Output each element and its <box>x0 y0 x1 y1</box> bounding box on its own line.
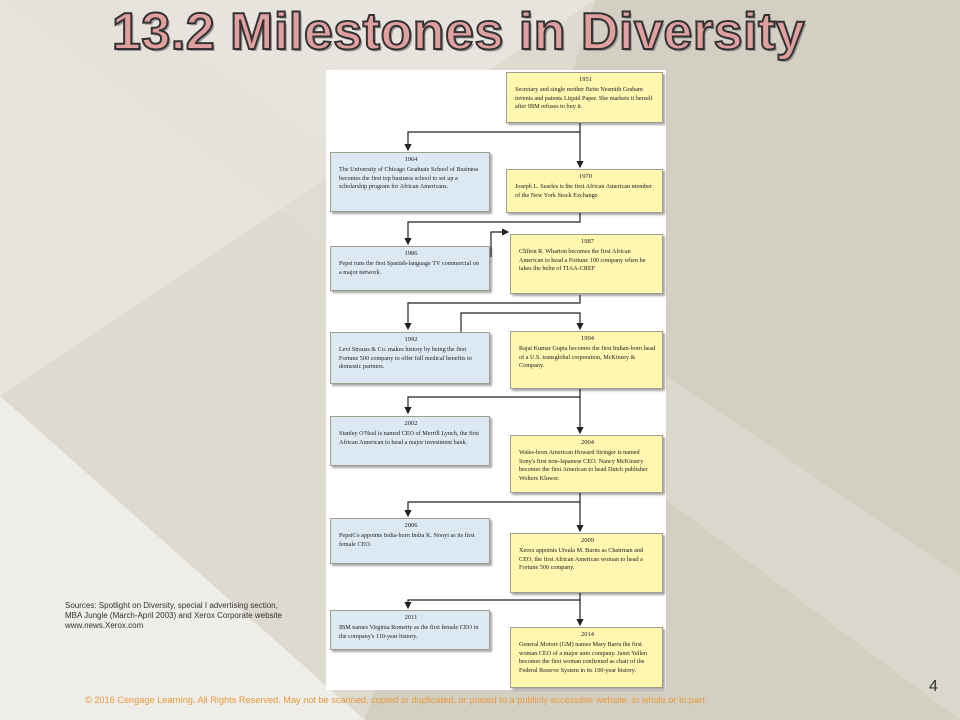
milestone-year: 2002 <box>404 420 418 427</box>
connector-2004-2006 <box>404 493 581 518</box>
milestone-2011: 2011 IBM names Virginia Rometty as the f… <box>330 610 490 650</box>
milestones-timeline: 1951 Secretary and single mother Bette N… <box>326 70 666 690</box>
milestone-year: 2014 <box>581 631 594 638</box>
connector-1951-1964 <box>404 123 581 152</box>
milestone-text: Pepsi runs the first Spanish-language TV… <box>339 260 479 276</box>
milestone-year: 1994 <box>581 335 594 342</box>
milestone-text: Levi Strauss & Co. makes history by bein… <box>339 346 472 370</box>
milestone-1992: 1992 Levi Strauss & Co. makes history by… <box>330 332 490 384</box>
milestone-2006: 2006 PepsiCo appoints India-born Indra K… <box>330 518 490 564</box>
connector-1987-1992 <box>404 295 581 331</box>
milestone-2002: 2002 Stanley O'Neal is named CEO of Merr… <box>330 416 490 466</box>
milestone-text: PepsiCo appoints India-born Indra K. Noo… <box>339 532 475 548</box>
milestone-1970: 1970 Joseph L. Searles is the first Afri… <box>506 169 663 213</box>
milestone-2014: 2014 General Motors (GM) names Mary Barr… <box>510 627 663 688</box>
milestone-text: Stanley O'Neal is named CEO of Merrill L… <box>339 430 479 446</box>
milestone-year: 2009 <box>581 537 594 544</box>
milestone-text: Clifton R. Wharton becomes the first Afr… <box>519 248 646 272</box>
milestone-year: 1951 <box>579 76 592 83</box>
milestone-1964: 1964 The University of Chicago Graduate … <box>330 152 490 212</box>
milestone-year: 1964 <box>404 156 418 163</box>
milestone-year: 1992 <box>404 336 418 343</box>
milestone-text: Joseph L. Searles is the first African A… <box>515 183 652 199</box>
connector-1986-1987 <box>490 228 510 257</box>
milestone-year: 1970 <box>579 173 592 180</box>
connector-2009-2011 <box>404 593 581 610</box>
slide-title: 13.2 Milestones in Diversity <box>111 2 806 62</box>
milestone-text: Rajat Kumar Gupta becomes the first Indi… <box>519 345 656 369</box>
milestone-text: General Motors (GM) names Mary Barra the… <box>519 641 648 674</box>
milestone-text: Xerox appoints Ursula M. Burns as Chairm… <box>519 547 644 571</box>
milestone-1987: 1987 Clifton R. Wharton becomes the firs… <box>510 234 663 294</box>
milestone-2004: 2004 Wales-born American Howard Stringer… <box>510 435 663 493</box>
milestone-year: 1986 <box>404 250 418 257</box>
connector-1992-1994 <box>460 312 584 333</box>
sources-note: Sources: Spotlight on Diversity, special… <box>65 601 282 630</box>
milestone-1994: 1994 Rajat Kumar Gupta becomes the first… <box>510 331 663 389</box>
milestone-text: The University of Chicago Graduate Schoo… <box>339 166 479 190</box>
milestone-year: 2004 <box>581 439 594 446</box>
milestone-text: Secretary and single mother Bette Nesmit… <box>515 86 653 110</box>
milestone-1986: 1986 Pepsi runs the first Spanish-langua… <box>330 246 490 291</box>
milestone-text: IBM names Virginia Rometty as the first … <box>339 624 479 640</box>
milestone-2009: 2009 Xerox appoints Ursula M. Burns as C… <box>510 533 663 593</box>
milestone-1951: 1951 Secretary and single mother Bette N… <box>506 72 663 123</box>
milestone-text: Wales-born American Howard Stringer is n… <box>519 449 648 482</box>
page-number: 4 <box>929 678 938 695</box>
milestone-year: 1987 <box>581 238 594 245</box>
milestone-year: 2006 <box>404 522 418 529</box>
connector-1994-2002 <box>404 389 581 415</box>
timeline-connectors <box>404 123 584 627</box>
milestone-year: 2011 <box>404 614 418 621</box>
connector-1970-1986 <box>404 213 581 246</box>
copyright-footer: © 2016 Cengage Learning. All Rights Rese… <box>85 695 708 705</box>
